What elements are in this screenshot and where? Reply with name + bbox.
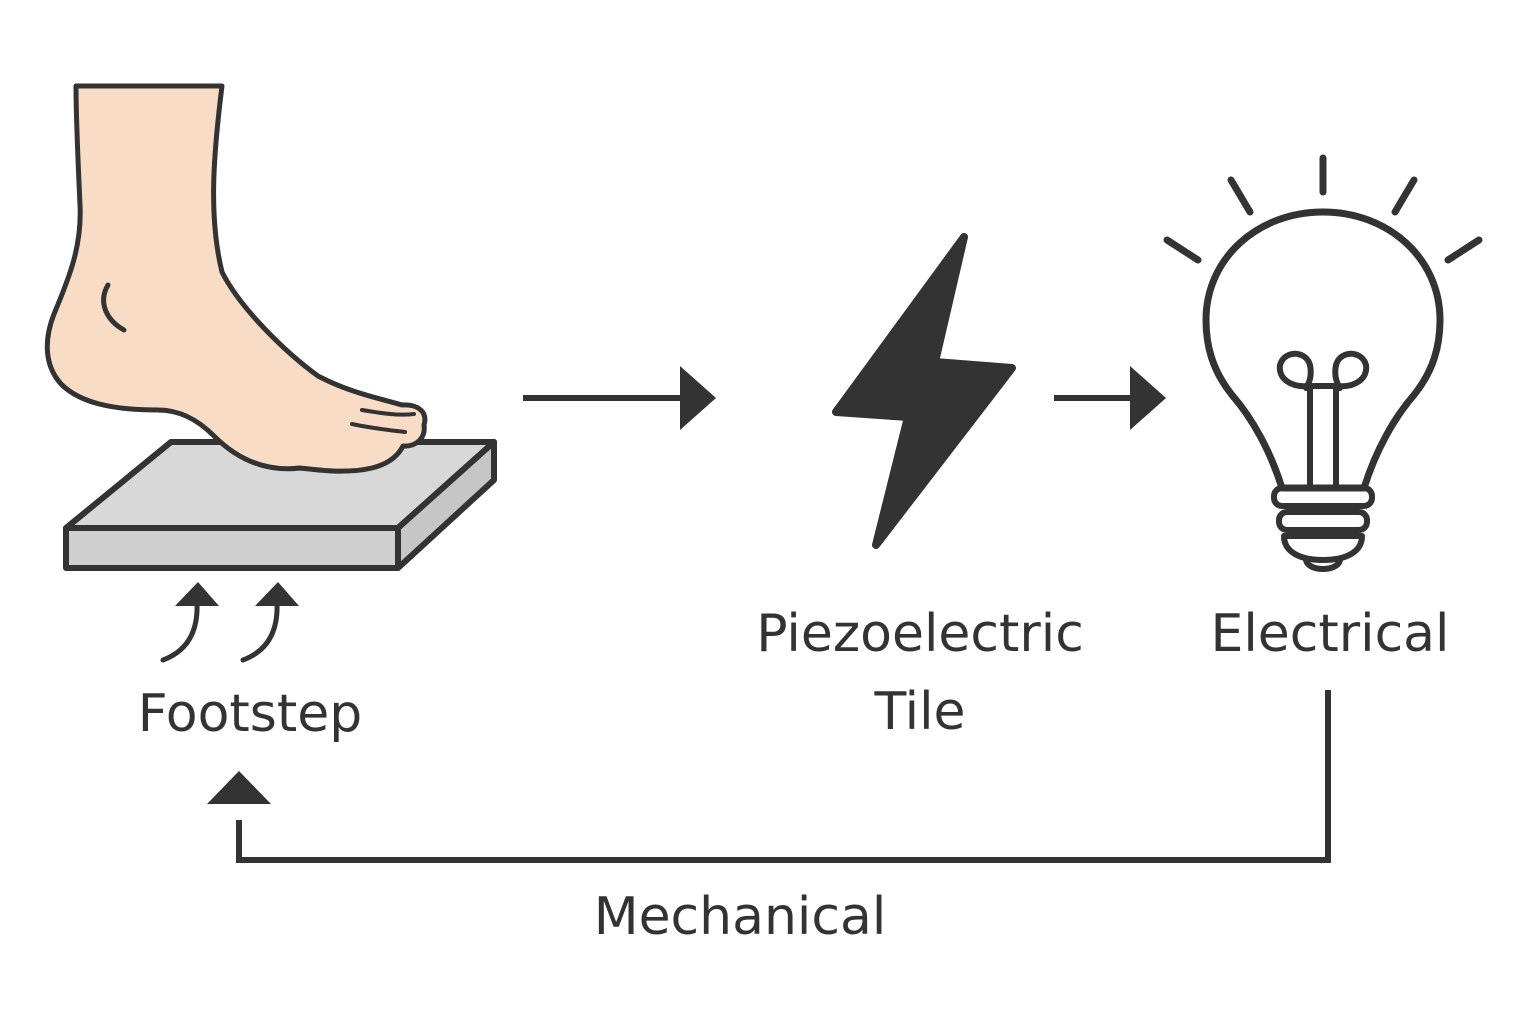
label-electrical: Electrical — [1210, 604, 1450, 664]
flow-arrow-2 — [1054, 366, 1166, 430]
foot-icon — [44, 83, 428, 474]
label-tile-line2: Tile — [874, 682, 966, 742]
flow-arrow-1 — [523, 366, 716, 430]
feedback-loop-arrow — [207, 690, 1331, 863]
light-bulb-icon — [1163, 154, 1483, 572]
label-mechanical: Mechanical — [593, 887, 887, 947]
label-tile-line1: Piezoelectric — [756, 604, 1084, 664]
upward-curved-arrow-icon — [160, 582, 299, 663]
label-piezoelectric-tile: Piezoelectric Tile — [700, 595, 1140, 751]
label-footstep: Footstep — [137, 684, 363, 744]
lightning-bolt-icon — [832, 233, 1016, 549]
